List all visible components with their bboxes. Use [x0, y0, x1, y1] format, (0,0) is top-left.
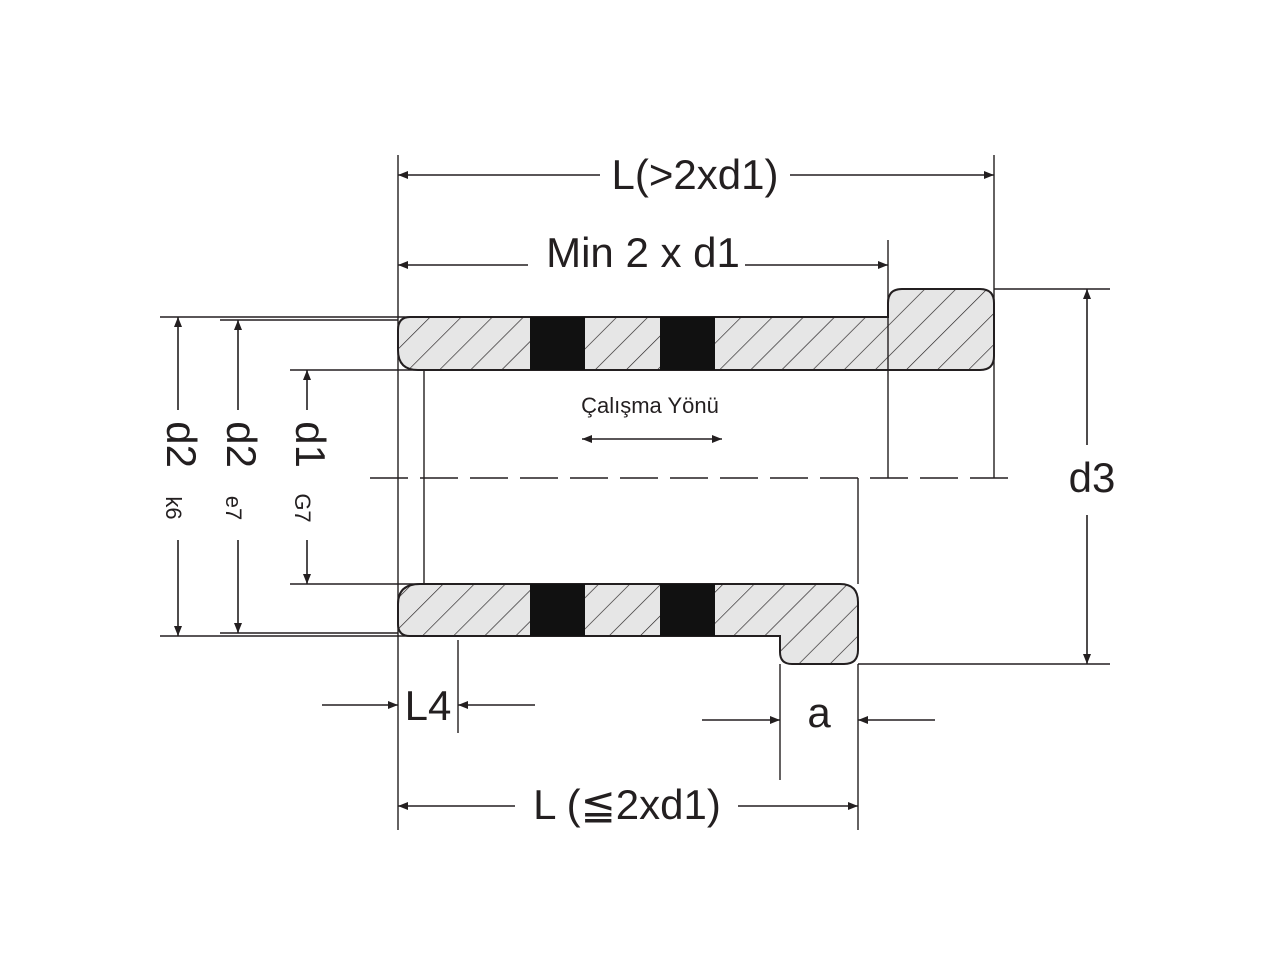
dimension-d3: d3: [1069, 289, 1116, 664]
seal-ring-lower-left: [530, 584, 585, 636]
bushing-lower-section: [397, 583, 859, 665]
dimension-d2-e7: d2 e7: [218, 320, 265, 633]
label-a: a: [807, 689, 831, 736]
dimension-overall-length-short: L (≦2xd1): [398, 781, 858, 828]
label-d2-e7: d2: [218, 421, 265, 468]
label-d2-k6: d2: [158, 421, 205, 468]
label-d2-k6-tolerance: k6: [161, 496, 186, 519]
label-min-length: Min 2 x d1: [546, 229, 740, 276]
label-overall-length-long: L(>2xd1): [612, 151, 779, 198]
seal-ring-upper-right: [660, 317, 715, 370]
label-d2-e7-tolerance: e7: [221, 496, 246, 520]
dimension-d1: d1 G7: [287, 370, 334, 584]
dimension-overall-length-long: L(>2xd1): [398, 151, 994, 198]
dimension-a: a: [702, 689, 935, 736]
seal-ring-upper-left: [530, 317, 585, 370]
label-l4: L4: [405, 682, 452, 729]
label-d3: d3: [1069, 454, 1116, 501]
dimension-l4: L4: [322, 682, 535, 729]
seal-ring-lower-right: [660, 584, 715, 636]
working-direction: Çalışma Yönü: [581, 393, 722, 443]
label-d1: d1: [287, 421, 334, 468]
dimension-d2-k6: d2 k6: [158, 317, 205, 636]
label-working-direction: Çalışma Yönü: [581, 393, 719, 418]
dimension-min-length: Min 2 x d1: [398, 229, 888, 276]
bore-outline: [398, 316, 889, 637]
label-d1-tolerance: G7: [290, 493, 315, 522]
bushing-upper-section: [397, 288, 995, 371]
label-overall-length-short: L (≦2xd1): [533, 781, 721, 828]
